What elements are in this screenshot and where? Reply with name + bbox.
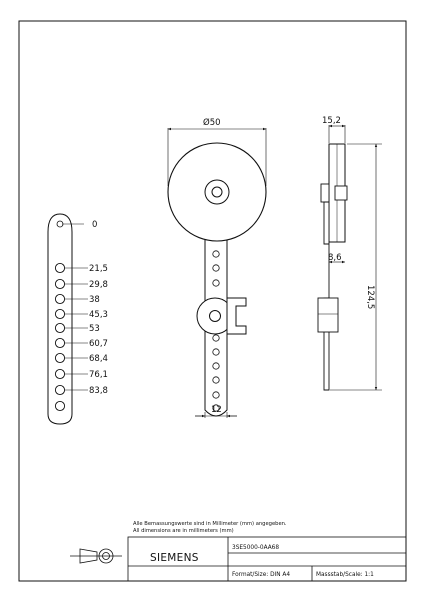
hole-label-3: 38 — [89, 295, 100, 305]
hole-2 — [54, 278, 66, 290]
projection-symbol — [70, 548, 122, 564]
hole-label-1: 21,5 — [89, 264, 108, 274]
hole-label-2: 29,8 — [89, 280, 108, 290]
roller-hub-outer — [204, 179, 230, 205]
lever-clamp — [196, 297, 247, 335]
siemens-brand: SIEMENS — [150, 552, 199, 564]
front-view: Ø50 12 — [167, 117, 267, 418]
side-hub — [334, 185, 348, 201]
hole-label-0: 0 — [92, 220, 97, 230]
roller-wheel — [167, 142, 267, 242]
side-bracket-top — [320, 183, 330, 203]
hole-label-8: 76,1 — [89, 370, 108, 380]
hole-10 — [54, 400, 66, 412]
side-height-dimension: 124,5 — [365, 285, 375, 309]
hole-1 — [54, 262, 66, 274]
hole-strip-view: 0 21,5 29,8 38 45,3 53 60,7 68,4 76,1 83… — [47, 213, 108, 425]
hole-9 — [54, 384, 66, 396]
hole-strip-outline — [47, 213, 73, 425]
hole-strip-holes — [54, 262, 66, 412]
part-number: 3SE5000-0AA68 — [232, 545, 279, 551]
hole-4 — [54, 308, 66, 320]
note-german: Alle Bemassungswerte sind in Millimeter … — [133, 521, 287, 527]
hole-label-7: 68,4 — [89, 354, 108, 364]
hole-label-5: 53 — [89, 324, 100, 334]
format-size: Format/Size: DIN A4 — [232, 572, 290, 578]
lever-arm-holes — [212, 250, 220, 412]
side-offset-dimension: 8,6 — [328, 253, 342, 263]
scale: Massstab/Scale: 1:1 — [316, 572, 374, 578]
side-width-dimension: 15,2 — [322, 116, 341, 126]
hole-label-6: 60,7 — [89, 339, 108, 349]
side-arm-plate — [323, 201, 330, 391]
hole-label-4: 45,3 — [89, 310, 108, 320]
hole-8 — [54, 368, 66, 380]
side-clamp — [317, 297, 339, 333]
wheel-diameter-dimension: Ø50 — [203, 117, 221, 128]
note-english: All dimensions are in millimeters (mm) — [133, 528, 234, 534]
arm-width-dimension: 12 — [211, 405, 222, 415]
hole-3 — [54, 293, 66, 305]
hole-6 — [54, 337, 66, 349]
hole-label-9: 83,8 — [89, 386, 108, 396]
side-view: 15,2 8,6 124,5 — [317, 116, 382, 391]
roller-hub-inner — [211, 186, 223, 198]
hole-5 — [54, 322, 66, 334]
hole-7 — [54, 352, 66, 364]
title-block: Alle Bemassungswerte sind in Millimeter … — [70, 521, 407, 582]
